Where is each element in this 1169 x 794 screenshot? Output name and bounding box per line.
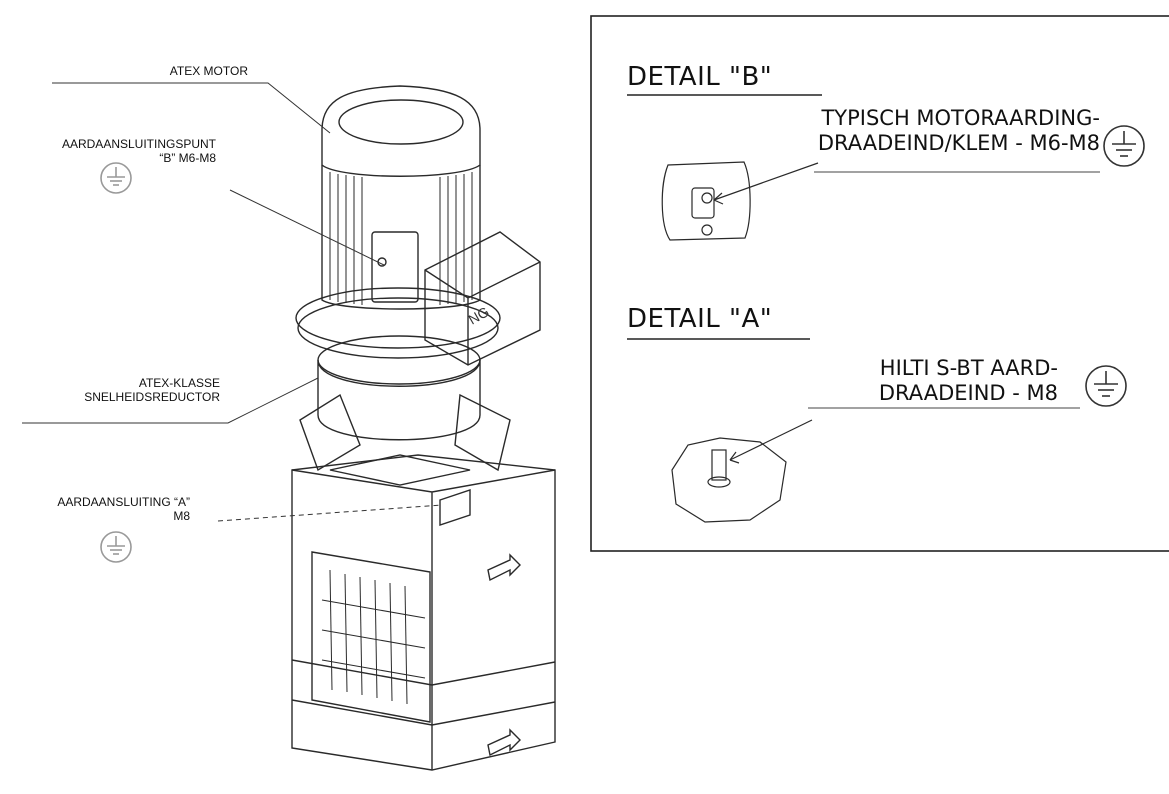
detail-b-sketch	[661, 161, 751, 241]
ground-symbol-icon	[100, 162, 132, 194]
callout-ground-b-line1: AARDAANSLUITINGSPUNT	[61, 137, 216, 151]
motor-fan-cover	[321, 85, 481, 177]
detail-box	[590, 15, 1169, 552]
callout-ground-b: AARDAANSLUITINGSPUNT “B” M6-M8	[20, 137, 216, 165]
callout-ground-a: AARDAANSLUITING “A” M8	[0, 495, 190, 523]
callout-ground-b-line2: “B” M6-M8	[159, 151, 216, 165]
shredder-housing	[291, 454, 556, 771]
ground-symbol-icon	[100, 531, 132, 563]
ground-symbol-icon	[1085, 365, 1127, 407]
detail-a-text-line1: HILTI S-BT AARD-	[879, 356, 1058, 380]
leader-ground-b	[229, 189, 385, 266]
detail-b-title: DETAIL "B"	[627, 62, 773, 92]
callout-reducer-line2: SNELHEIDSREDUCTOR	[84, 390, 220, 404]
callout-atex-motor-label: ATEX MOTOR	[169, 64, 248, 78]
callout-atex-motor: ATEX MOTOR	[120, 64, 248, 78]
detail-a-text: HILTI S-BT AARD- DRAADEIND - M8	[810, 356, 1058, 406]
detail-b-text: TYPISCH MOTORAARDING- DRAADEIND/KLEM - M…	[790, 106, 1100, 156]
leader-atex-motor	[52, 82, 331, 134]
detail-b-text-line2: DRAADEIND/KLEM - M6-M8	[817, 131, 1100, 155]
motor-fins	[329, 172, 473, 305]
callout-ground-a-line1: AARDAANSLUITING “A”	[57, 495, 190, 509]
motor-body	[321, 165, 481, 310]
callout-ground-a-line2: M8	[173, 509, 190, 523]
detail-a-sketch	[671, 437, 787, 523]
speed-reducer	[317, 359, 481, 441]
callout-reducer: ATEX-KLASSE SNELHEIDSREDUCTOR	[40, 376, 220, 404]
detail-b-text-line1: TYPISCH MOTORAARDING-	[821, 106, 1100, 130]
motor-flange	[295, 287, 501, 349]
detail-a-title: DETAIL "A"	[627, 304, 773, 334]
cutters	[321, 569, 426, 705]
motor-ground-plate	[371, 231, 419, 303]
cutter-opening	[311, 551, 431, 723]
terminal-box	[424, 231, 541, 366]
ground-symbol-icon	[1103, 125, 1145, 167]
detail-a-text-line2: DRAADEIND - M8	[878, 381, 1058, 405]
leader-reducer	[22, 377, 319, 424]
leader-ground-a	[217, 504, 443, 522]
callout-reducer-line1: ATEX-KLASSE	[138, 376, 220, 390]
